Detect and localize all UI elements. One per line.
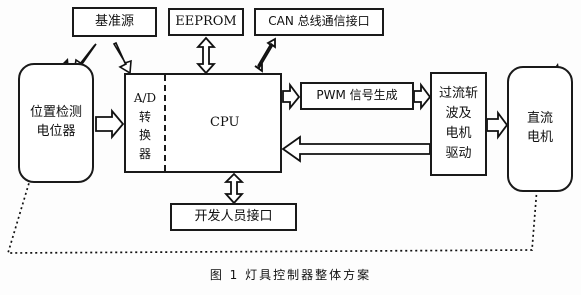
adc-divider [164,75,166,171]
position-to-adc-arrow [95,108,125,140]
overcurrent-driver-label: 过流斩 波及 电机 驱动 [438,85,478,162]
reference-source-box: 基准源 [72,7,157,37]
can-interface-box: CAN 总线通信接口 [254,8,384,36]
cpu-label: CPU [210,115,240,130]
eeprom-label: EEPROM [175,13,237,29]
eeprom-cpu-arrow [195,36,217,75]
pwm-to-driver-arrow [413,82,432,111]
feedback-to-cpu-arrow [281,135,431,163]
cpu-devif-arrow [223,172,245,205]
dc-motor-box: 直流 电机 [507,66,573,192]
position-detector-box: 位置检测 电位器 [18,63,94,183]
eeprom-box: EEPROM [168,8,244,36]
developer-interface-box: 开发人员接口 [170,203,297,231]
can-interface-label: CAN 总线通信接口 [268,14,370,29]
position-detector-label: 位置检测 电位器 [29,105,82,139]
overcurrent-driver-box: 过流斩 波及 电机 驱动 [430,72,487,176]
figure-caption: 图 1 灯具控制器整体方案 [209,268,372,282]
driver-to-motor-arrow [486,110,509,140]
pwm-generator-label: PWM 信号生成 [316,88,398,103]
can-cpu-arrow [254,37,276,73]
developer-interface-label: 开发人员接口 [194,208,273,224]
adc-label: A/D 转 换 器 [133,91,157,161]
cpu-box [124,73,282,173]
reference-source-label: 基准源 [94,13,134,29]
pwm-generator-box: PWM 信号生成 [300,82,414,110]
dc-motor-label: 直流 电机 [526,111,553,145]
cpu-to-pwm-arrow [282,82,301,111]
